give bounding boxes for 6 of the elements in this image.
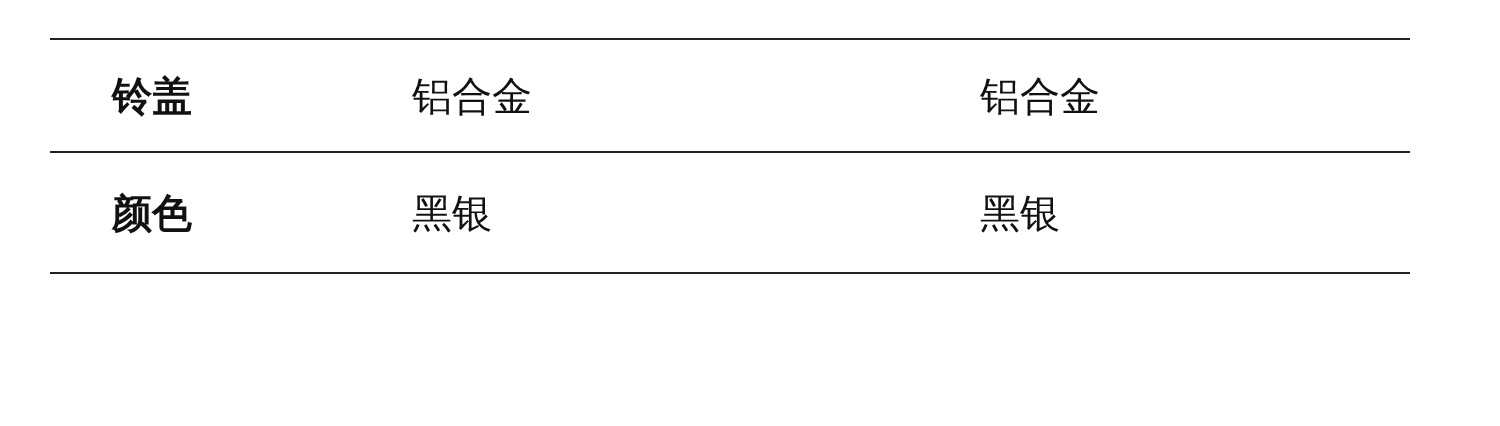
table-cell-text: 铝合金 [980, 71, 1100, 120]
row-header: 颜色 [112, 188, 192, 237]
table-cell-text: 铝合金 [412, 71, 532, 120]
table-cell-text: 黑银 [412, 188, 492, 237]
row-header: 铃盖 [112, 71, 192, 120]
table-cell-text: 黑银 [980, 188, 1060, 237]
